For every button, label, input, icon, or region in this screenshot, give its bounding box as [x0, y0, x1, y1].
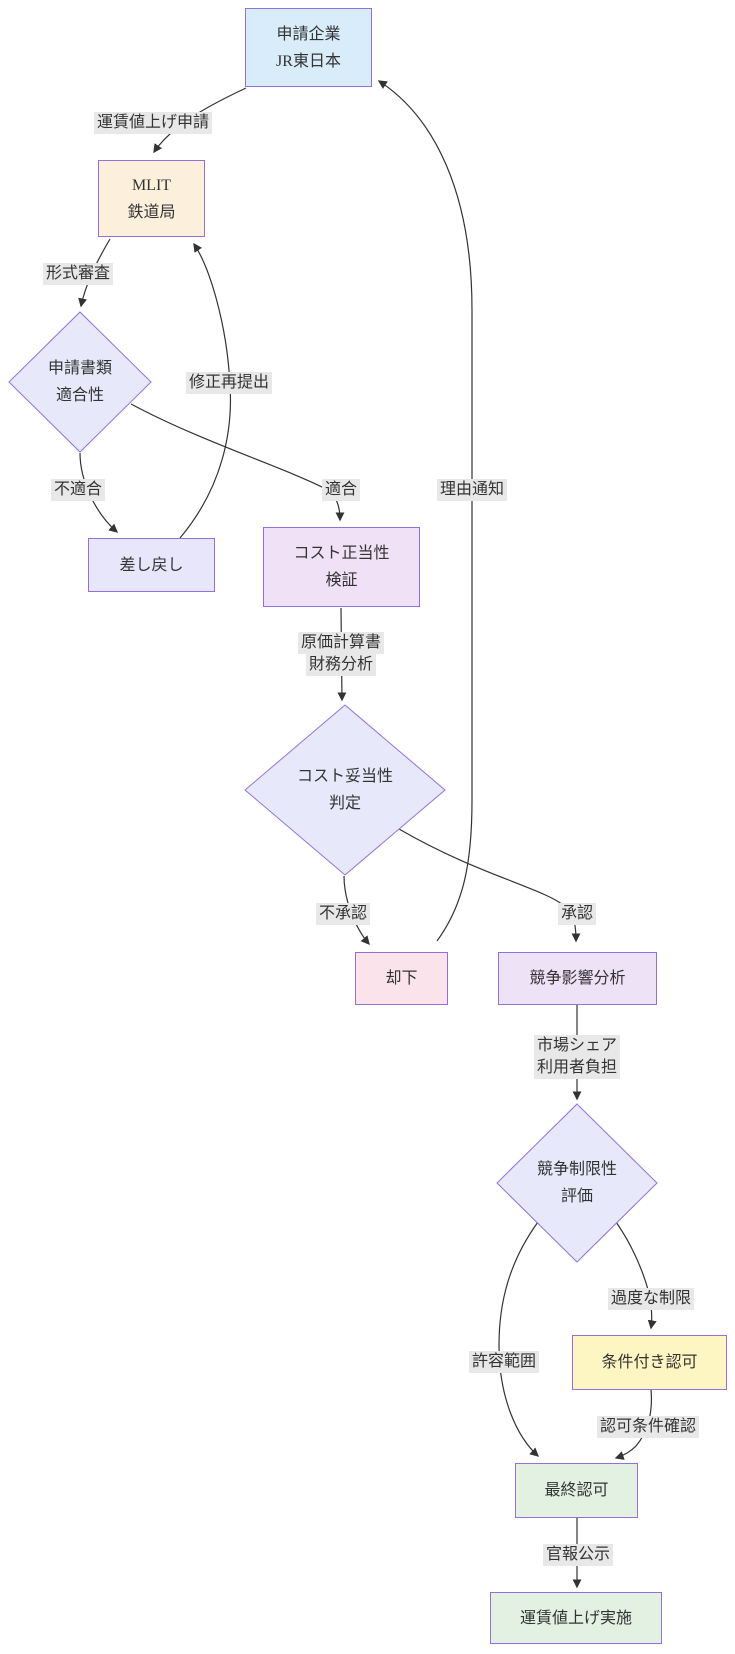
decision-doc-conformity	[8, 311, 152, 453]
decision-competition-eval	[496, 1103, 658, 1263]
edge-label-excessive: 過度な制限	[607, 1288, 695, 1310]
edge-label-gazette-text: 官報公示	[542, 1544, 614, 1566]
node-send-back-label: 差し戻し	[119, 556, 184, 574]
edge-label-not-approved-text: 不承認	[315, 903, 371, 925]
edge-label-formal-review: 形式審査	[42, 263, 114, 285]
node-applicant-line2: JR東日本	[276, 52, 341, 70]
edge-label-resubmit: 修正再提出	[185, 372, 273, 394]
node-implementation: 運賃値上げ実施	[490, 1592, 662, 1644]
edge-label-apply: 運賃値上げ申請	[93, 112, 213, 134]
edge-conforming	[130, 403, 345, 522]
node-cost-verification-line1: コスト正当性	[293, 545, 390, 562]
decision-cost-judgment	[244, 704, 446, 876]
node-conditional-approval-label: 条件付き認可	[601, 1354, 698, 1371]
node-cost-verification: コスト正当性 検証	[263, 527, 420, 607]
edge-label-allowable-text: 許容範囲	[468, 1351, 540, 1373]
decision-doc-conformity-line2: 適合性	[55, 387, 105, 404]
edge-condition-check	[614, 1389, 653, 1460]
node-implementation-label: 運賃値上げ実施	[519, 1609, 632, 1627]
edge-label-market-line2: 利用者負担	[533, 1057, 621, 1079]
edge-label-approved-text: 承認	[557, 903, 597, 925]
edge-excessive	[615, 1221, 657, 1330]
node-mlit-line1: MLIT	[131, 176, 172, 194]
edge-label-condition-check: 認可条件確認	[596, 1416, 700, 1438]
decision-competition-eval-line1: 競争制限性	[536, 1161, 618, 1178]
edge-label-allowable: 許容範囲	[468, 1351, 540, 1373]
node-conditional-approval: 条件付き認可	[572, 1335, 727, 1390]
decision-doc-conformity-text: 申請書類 適合性	[48, 355, 112, 409]
node-rejection: 却下	[355, 952, 448, 1005]
edge-label-formal-review-text: 形式審査	[42, 263, 114, 285]
node-competition-analysis: 競争影響分析	[498, 952, 657, 1005]
edge-label-nonconforming-text: 不適合	[50, 479, 106, 501]
edge-label-reason-notice-text: 理由通知	[436, 479, 508, 501]
decision-cost-judgment-line2: 判定	[328, 795, 362, 812]
edge-label-approved: 承認	[557, 903, 597, 925]
edge-label-market-share: 市場シェア 利用者負担	[533, 1035, 621, 1079]
node-final-approval: 最終認可	[515, 1463, 638, 1518]
node-final-approval-label: 最終認可	[544, 1482, 609, 1499]
node-competition-analysis-label: 競争影響分析	[529, 970, 626, 987]
edge-reason-notice	[377, 80, 473, 942]
edge-label-not-approved: 不承認	[315, 903, 371, 925]
edge-approved	[398, 828, 581, 943]
node-mlit: MLIT 鉄道局	[98, 160, 205, 237]
edge-label-conforming: 適合	[321, 479, 361, 501]
decision-competition-eval-line2: 評価	[560, 1188, 594, 1205]
node-rejection-label: 却下	[385, 970, 418, 987]
edge-label-cost-docs-line2: 財務分析	[305, 654, 377, 676]
decision-doc-conformity-line1: 申請書類	[47, 360, 113, 377]
edge-label-conforming-text: 適合	[321, 479, 361, 501]
edge-label-excessive-text: 過度な制限	[607, 1288, 695, 1310]
node-applicant: 申請企業 JR東日本	[245, 8, 372, 87]
decision-cost-judgment-text: コスト妥当性 判定	[297, 763, 393, 817]
edge-label-cost-docs-line1: 原価計算書	[297, 632, 385, 654]
edge-label-reason-notice: 理由通知	[436, 479, 508, 501]
edge-label-condition-check-text: 認可条件確認	[596, 1416, 700, 1438]
node-applicant-line1: 申請企業	[276, 25, 341, 43]
edge-allowable	[498, 1221, 540, 1457]
node-mlit-line2: 鉄道局	[127, 203, 176, 221]
edge-label-gazette: 官報公示	[542, 1544, 614, 1566]
decision-cost-judgment-line1: コスト妥当性	[296, 768, 394, 785]
edge-label-cost-docs: 原価計算書 財務分析	[297, 632, 385, 676]
edge-label-market-line1: 市場シェア	[533, 1035, 621, 1057]
node-cost-verification-line2: 検証	[325, 572, 358, 589]
edge-label-apply-text: 運賃値上げ申請	[93, 112, 213, 134]
decision-competition-eval-text: 競争制限性 評価	[537, 1156, 617, 1210]
edge-label-resubmit-text: 修正再提出	[185, 372, 273, 394]
edge-label-nonconforming: 不適合	[50, 479, 106, 501]
node-send-back: 差し戻し	[88, 538, 215, 592]
